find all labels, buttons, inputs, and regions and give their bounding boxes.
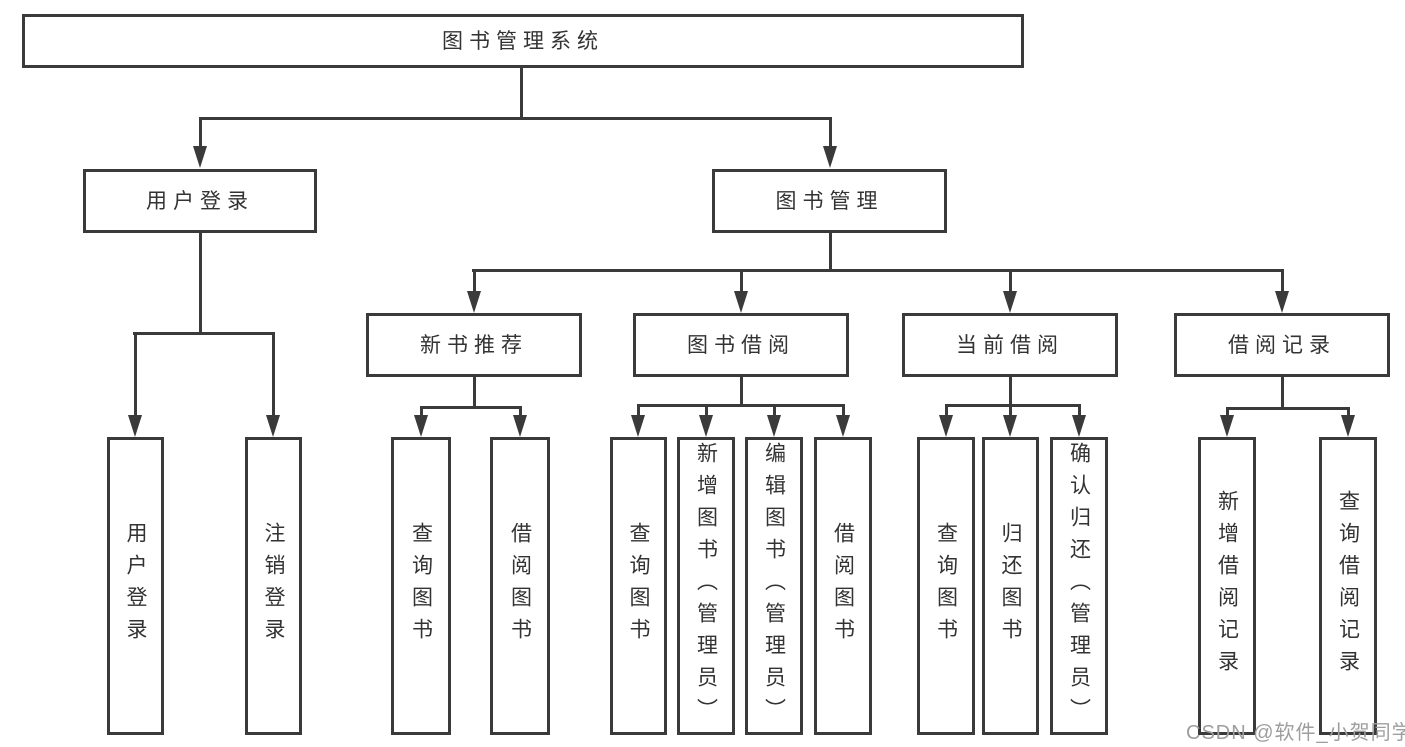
connector-line [420,406,423,418]
leaf-borrowing-add-books-admin: 新增图书（管理员） [677,437,735,735]
leaf-logout: 注销登录 [245,437,302,735]
arrowhead-down-icon [128,415,142,437]
node-label: 新增图书（管理员） [694,442,718,730]
arrowhead-down-icon [1220,415,1234,437]
arrowhead-down-icon [1275,291,1289,313]
arrowhead-down-icon [1072,415,1086,437]
connector-line [1009,377,1012,407]
leaf-borrowing-borrow-books: 借阅图书 [814,437,872,735]
arrowhead-down-icon [939,415,953,437]
leaf-recommend-borrow-books: 借阅图书 [490,437,550,735]
arrowhead-down-icon [734,291,748,313]
connector-line [740,377,743,407]
leaf-recommend-query-books: 查询图书 [391,437,451,735]
connector-line [472,269,1283,272]
node-label: 注销登录 [262,522,285,650]
arrowhead-down-icon [631,415,645,437]
node-label: 确认归还（管理员） [1067,442,1091,730]
connector-line [1281,377,1284,409]
connector-line [1347,407,1350,418]
connector-line [829,117,832,149]
arrowhead-down-icon [266,415,280,437]
connector-line [520,68,523,118]
connector-line [199,117,832,120]
connector-line [705,404,708,418]
arrowhead-down-icon [513,415,527,437]
connector-line [1078,404,1081,418]
connector-line [1226,407,1349,410]
connector-line [1226,407,1229,418]
node-label: 用户登录 [146,189,254,213]
leaf-records-query-borrow-record: 查询借阅记录 [1319,437,1377,735]
leaf-current-return-books: 归还图书 [982,437,1039,735]
connector-line [637,404,640,418]
connector-line [420,406,521,409]
connector-line [1281,269,1284,295]
node-label: 当前借阅 [956,333,1064,357]
arrowhead-down-icon [193,146,207,168]
node-label: 图书管理 [775,189,884,213]
leaf-current-query-books: 查询图书 [917,437,975,735]
connector-line [519,406,522,418]
node-label: 图书管理系统 [442,29,604,53]
connector-line [272,332,275,418]
node-label: 查询图书 [627,522,650,650]
arrowhead-down-icon [836,415,850,437]
connector-line [773,404,776,418]
leaf-records-add-borrow-record: 新增借阅记录 [1198,437,1256,735]
arrowhead-down-icon [1003,291,1017,313]
arrowhead-down-icon [823,146,837,168]
node-label: 借阅图书 [831,522,855,650]
node-label: 归还图书 [999,522,1022,650]
connector-line [945,404,948,418]
connector-line [637,404,844,407]
leaf-current-confirm-return-admin: 确认归还（管理员） [1050,437,1108,735]
connector-line [199,233,202,334]
node-label: 借阅图书 [508,522,532,650]
node-label: 编辑图书（管理员） [762,442,786,730]
node-user-login: 用户登录 [83,169,317,233]
arrowhead-down-icon [767,415,781,437]
connector-line [740,269,743,295]
node-borrowing-records: 借阅记录 [1174,313,1390,377]
arrowhead-down-icon [1341,415,1355,437]
connector-line [199,117,202,149]
connector-line [133,332,275,335]
node-label: 查询借阅记录 [1336,490,1360,682]
node-label: 查询图书 [409,522,433,650]
connector-line [842,404,845,418]
leaf-borrowing-query-books: 查询图书 [610,437,667,735]
connector-line [473,377,476,408]
node-current-borrowing: 当前借阅 [902,313,1118,377]
node-label: 新增借阅记录 [1215,490,1239,682]
connector-line [473,269,476,295]
arrowhead-down-icon [414,415,428,437]
node-library-management-system: 图书管理系统 [22,14,1024,68]
node-new-book-recommend: 新书推荐 [366,313,582,377]
node-label: 借阅记录 [1228,333,1336,357]
node-label: 新书推荐 [420,333,528,357]
watermark-text: CSDN @软件_小贺同学 [1186,722,1405,744]
node-label: 图书借阅 [687,333,795,357]
arrowhead-down-icon [699,415,713,437]
arrowhead-down-icon [1003,415,1017,437]
connector-line [945,404,1080,407]
leaf-borrowing-edit-books-admin: 编辑图书（管理员） [745,437,803,735]
connector-line [829,233,832,271]
connector-line [1009,404,1012,418]
arrowhead-down-icon [467,291,481,313]
connector-line [134,332,137,418]
leaf-user-login: 用户登录 [107,437,164,735]
connector-line [1009,269,1012,295]
node-book-borrowing: 图书借阅 [633,313,849,377]
node-label: 查询图书 [934,522,958,650]
node-book-management: 图书管理 [712,169,947,233]
node-label: 用户登录 [124,522,147,650]
